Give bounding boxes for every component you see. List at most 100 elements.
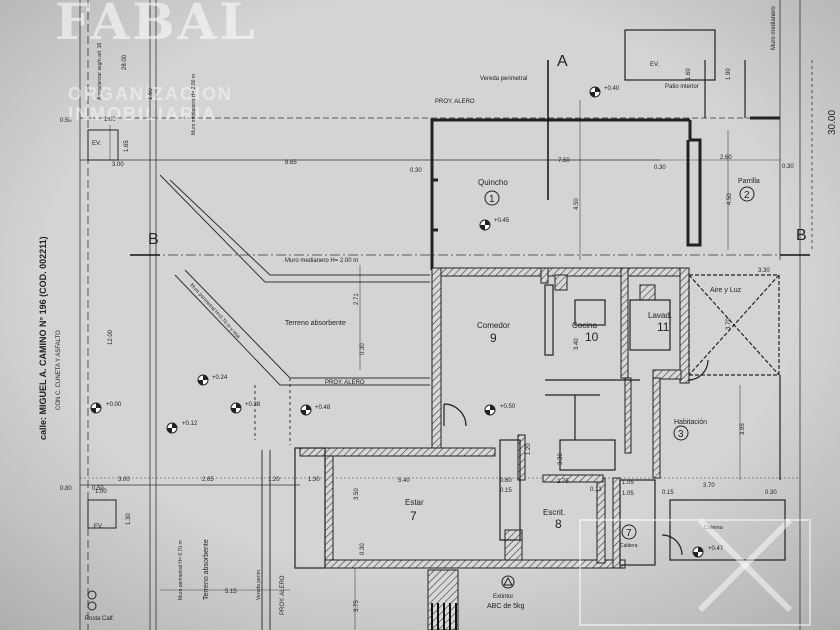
dimension-label: 0.50 <box>60 118 72 124</box>
dimension-label: 3.50 <box>354 488 360 500</box>
level-markers <box>90 86 704 558</box>
perimeter-wall-diagonal <box>159 174 430 630</box>
dimension-label: 7.50 <box>558 158 570 164</box>
street-line-1: calle: MIGUEL A. CAMINO N° 196 (COD. 002… <box>38 236 48 440</box>
label-posta: Posta Calf. <box>85 616 115 622</box>
dimension-label: 0.13 <box>590 487 602 493</box>
label-proy-alero-top: PROY. ALERO <box>435 99 475 105</box>
label-proy-alero-mid: PROY. ALERO <box>325 380 365 386</box>
room-lavad-name: Lavad. <box>648 311 672 320</box>
dimension-label: 1.50 <box>148 88 154 100</box>
label-ev-top: EV. <box>650 62 659 68</box>
wall-tiles-hatch <box>431 603 457 630</box>
level-4: +0.38 <box>245 402 261 408</box>
section-b-left-label: B <box>148 231 159 248</box>
label-aire-luz: Aire y Luz <box>710 287 742 294</box>
street-line-2: CON C. CUNETA Y ASFALTO <box>56 330 62 410</box>
room-quincho-num: 1 <box>489 194 495 205</box>
label-ev-left: EV. <box>92 141 101 147</box>
dimension-lines <box>80 100 800 630</box>
dimension-label: 3.00 <box>118 477 130 483</box>
level-3: +0.24 <box>212 375 228 381</box>
dimension-label: 0.50 <box>92 486 104 492</box>
label-caldera: Caldera <box>620 543 638 549</box>
dimension-label: 2.71 <box>354 293 360 305</box>
interior-partitions <box>294 274 786 569</box>
room-escrito-name: Escrit. <box>543 508 565 517</box>
ev-boxes <box>87 129 119 529</box>
room-parrilla-num: 2 <box>744 190 750 201</box>
watermark-brand: FABAL <box>55 0 258 51</box>
label-patio: Patio interior <box>665 84 699 90</box>
section-a-label: A <box>557 53 568 70</box>
patio-interior <box>624 29 746 118</box>
label-extintor: Extintor <box>493 594 513 600</box>
room-estar-name: Estar <box>405 498 424 507</box>
dimension-label: 1.05 <box>622 480 634 486</box>
label-vereda-bottom: Vereda perim. <box>256 569 262 600</box>
dimension-label: 8.65 <box>285 160 297 166</box>
extintor-icon <box>501 575 515 589</box>
dimension-label: 12.00 <box>108 329 114 345</box>
dimension-label: 1.60 <box>686 68 692 80</box>
level-9: +0.47 <box>708 546 724 552</box>
label-ev-left2: EV. <box>94 524 103 530</box>
label-cisterna: Cisterna <box>704 525 723 531</box>
dimension-label: 1.00 <box>104 117 116 123</box>
dimension-label: 3.30 <box>558 453 564 465</box>
quincho-walls <box>430 116 780 270</box>
dimension-label: 3.75 <box>354 600 360 612</box>
level-6: +0.00 <box>106 402 122 408</box>
room-hall-num: 7 <box>626 528 632 539</box>
dimension-label: 1.30 <box>126 513 132 525</box>
watermark-line-1: ORGANIZACION <box>68 84 233 104</box>
dimension-label: 0.30 <box>782 164 794 170</box>
label-a-regularizar: A regularizar seg/n art. 16 <box>97 43 103 100</box>
room-quincho-name: Quincho <box>478 178 508 187</box>
room-comedor-name: Comedor <box>477 321 510 330</box>
dimension-label: 0.15 <box>500 488 512 494</box>
dimension-label: 2.65 <box>202 477 214 483</box>
dimension-label: 1.00 <box>95 489 107 495</box>
dimension-label: 30.00 <box>827 110 838 135</box>
dimension-label: 3.95 <box>740 423 746 435</box>
dimension-label: 0.80 <box>60 486 72 492</box>
room-cocina-num: 10 <box>585 330 599 344</box>
dimension-label: 0.60 <box>500 478 512 484</box>
watermark-logo-icon <box>579 517 811 626</box>
dimension-label: 3.40 <box>574 338 580 350</box>
label-muro-perim-bottom: Muro perimetral H= 0.70 m <box>178 540 184 600</box>
dimension-label: 0.30 <box>765 490 777 496</box>
section-cut-lines <box>130 60 810 256</box>
room-number-circles <box>484 186 755 540</box>
dimension-label: 5.15 <box>225 589 237 595</box>
level-1: +0.40 <box>604 86 620 92</box>
section-b-right-label: B <box>796 227 807 244</box>
dimension-label: 1.20 <box>526 443 532 455</box>
watermark-line-2: INMOBILIARIA <box>68 104 217 124</box>
room-lavad-num: 11 <box>657 320 670 334</box>
label-muro-top-right: Muro medianero <box>771 6 777 50</box>
level-2: +0.45 <box>494 218 510 224</box>
dimension-label: 1.30 <box>308 477 320 483</box>
room-cocina-name: Cocina <box>572 321 597 330</box>
dimension-label: 1.05 <box>622 491 634 497</box>
dimension-label: 1.20 <box>268 477 280 483</box>
dimension-label: 28.00 <box>122 54 128 70</box>
dimension-label: 1.90 <box>726 68 732 80</box>
room-estar-num: 7 <box>410 509 417 523</box>
dimension-label: 3.30 <box>758 268 770 274</box>
room-habitacion-num: 3 <box>678 429 684 440</box>
dimension-label: 3.70 <box>726 318 732 330</box>
dimension-label: 0.30 <box>360 543 366 555</box>
dimension-label: 3.00 <box>112 162 124 168</box>
level-5: +0.48 <box>315 405 331 411</box>
label-extintor2: ABC de 5kg <box>487 603 524 610</box>
posta-circles-icon <box>87 590 97 611</box>
label-muro-mediana: Muro medianero H= 2.00 m <box>285 258 358 264</box>
level-8: +0.50 <box>500 404 516 410</box>
dimension-label: 2.75 <box>557 479 569 485</box>
room-parrilla-name: Parrilla <box>738 178 760 185</box>
